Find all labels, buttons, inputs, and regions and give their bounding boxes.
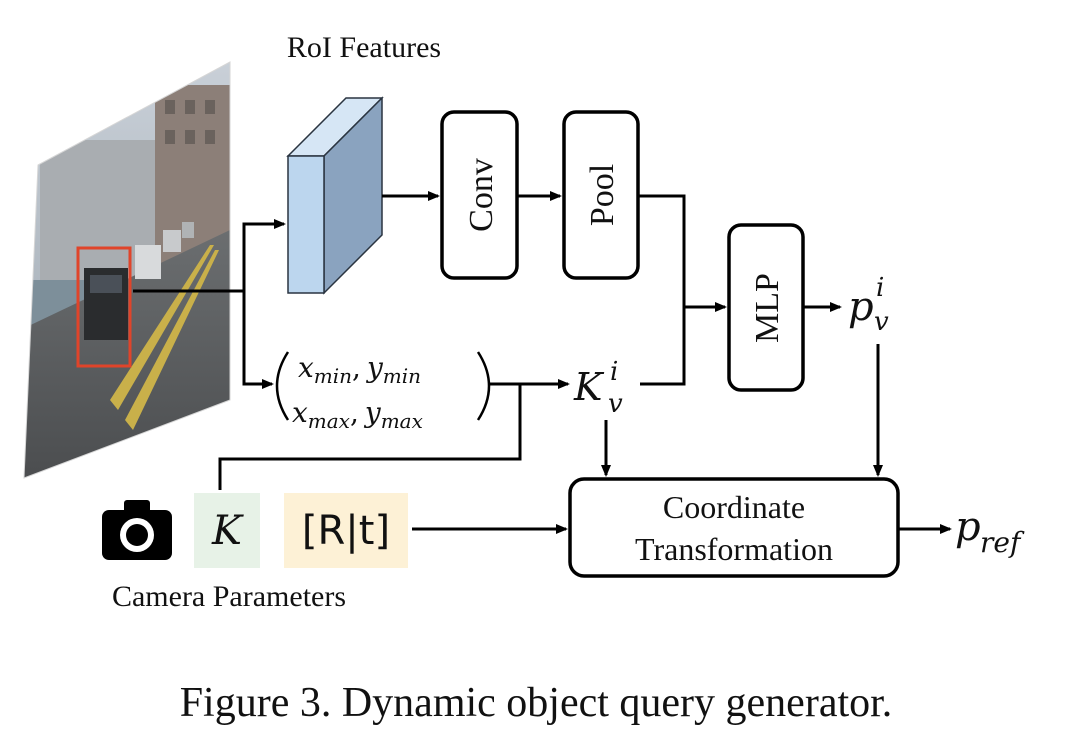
y-min-symbol: y (365, 351, 384, 384)
connectors (133, 191, 952, 534)
p-v-i-symbol: p i v (848, 273, 889, 337)
figure-caption: Figure 3. Dynamic object query generator… (180, 680, 893, 726)
x-max-subscript: max (308, 409, 350, 433)
p-v-subscript: v (874, 307, 889, 337)
p-v-base: p (848, 284, 874, 330)
svg-text:xmin,ymin: xmin,ymin (298, 351, 421, 388)
p-ref-base: p (955, 504, 981, 550)
p-ref-symbol: p ref (955, 504, 1025, 559)
pool-label: Pool (584, 164, 621, 226)
k-v-base: K (573, 365, 605, 409)
k-v-i-symbol: K i v (573, 357, 623, 419)
rt-camera-symbol: [R|t] (302, 508, 390, 554)
rt-param-background (284, 493, 408, 568)
k-v-superscript: i (610, 357, 618, 387)
x-min-symbol: x (298, 351, 314, 384)
x-min-subscript: min (314, 364, 352, 388)
y-min-subscript: min (383, 364, 421, 388)
camera-icon (102, 500, 172, 560)
coordinate-label: Coordinate (663, 489, 805, 525)
roi-features-label: RoI Features (287, 31, 441, 64)
street-scene-image (24, 62, 230, 478)
svg-text:xmax,ymax: xmax,ymax (292, 396, 423, 433)
p-ref-subscript: ref (980, 526, 1025, 559)
k-param-background (194, 493, 260, 568)
y-max-symbol: y (363, 396, 382, 429)
conv-label: Conv (463, 158, 500, 232)
transformation-label: Transformation (635, 531, 833, 567)
k-camera-symbol: K (211, 508, 244, 554)
y-max-subscript: max (381, 409, 423, 433)
p-v-superscript: i (876, 273, 884, 303)
bbox-vector: xmin,ymin xmax,ymax (275, 351, 491, 433)
mlp-label: MLP (749, 273, 786, 343)
camera-parameters-label: Camera Parameters (112, 580, 346, 613)
k-v-subscript: v (608, 389, 623, 419)
roi-features-block (286, 96, 384, 295)
x-max-symbol: x (292, 396, 308, 429)
